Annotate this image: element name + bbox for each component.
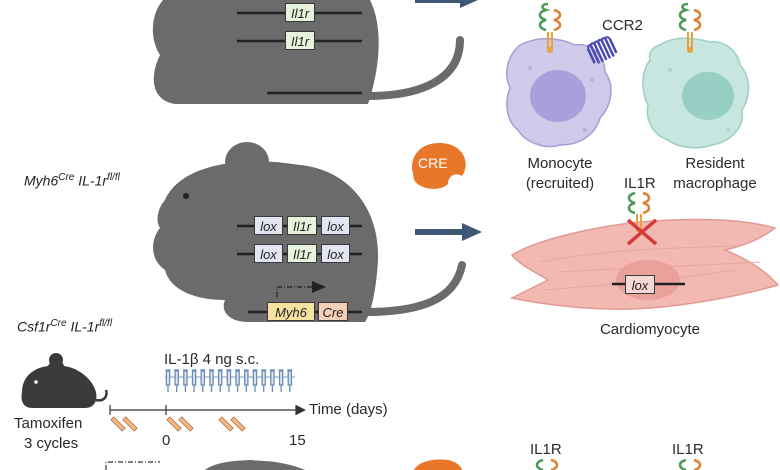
genotype-gene: Csf1r — [17, 318, 51, 335]
syringe-icon — [287, 370, 293, 386]
gene-lox: lox — [321, 244, 350, 263]
mouse-bottom — [105, 460, 305, 470]
time-axis-label: Time (days) — [309, 401, 388, 418]
monocyte-cell — [506, 37, 612, 148]
il1r-receptor-icon — [538, 2, 562, 53]
gene-cre: Cre — [318, 302, 348, 321]
tamoxifen-label: Tamoxifen — [14, 415, 83, 432]
cre-enzyme-bottom-icon — [414, 459, 462, 470]
mouse-top — [152, 0, 464, 104]
arrow-top — [415, 0, 478, 8]
gene-il1r: Il1r — [285, 31, 315, 50]
gene-lox: lox — [254, 244, 283, 263]
syringe-icon — [252, 370, 258, 386]
cardio-lox-box: lox — [625, 275, 655, 294]
injection-label: IL-1β 4 ng s.c. — [164, 351, 260, 368]
genotype-gene: IL-1r — [78, 172, 108, 189]
timeline-axis — [109, 405, 306, 415]
gene-lox: lox — [254, 216, 283, 235]
syringe-icon — [165, 370, 171, 386]
gene-il1r: Il1r — [287, 244, 317, 263]
genotype-sup: fl/fl — [107, 172, 120, 183]
genotype-gene: IL-1r — [70, 318, 100, 335]
knockout-cross-icon — [626, 218, 658, 246]
il1r-bottom-left-label: IL1R — [530, 441, 562, 458]
genotype-sup: Cre — [50, 318, 67, 329]
genotype-csf1r-label: Csf1rCre IL-1rfl/fl — [17, 318, 112, 335]
il1r-receptor-icon — [678, 458, 702, 470]
gene-il1r: Il1r — [285, 3, 315, 22]
tamoxifen-syringes-icon — [110, 416, 246, 432]
syringe-icon — [183, 370, 188, 386]
tick-15-label: 15 — [289, 432, 306, 449]
syringe-icon — [217, 370, 223, 386]
il1r-bottom-right-label: IL1R — [672, 441, 704, 458]
syringe-icon — [278, 370, 284, 386]
syringe-row-icon — [165, 369, 295, 392]
syringe-icon — [244, 370, 249, 386]
syringe-icon — [191, 370, 197, 386]
ccr2-receptor-icon — [586, 36, 618, 64]
syringe-icon — [174, 370, 179, 386]
syringe-icon — [209, 370, 214, 386]
genotype-gene: Myh6 — [24, 172, 59, 189]
small-mouse-icon — [21, 353, 108, 408]
macrophage-label: macrophage — [673, 175, 757, 192]
tick-0-label: 0 — [162, 432, 171, 449]
cre-enzyme-label: CRE — [418, 155, 448, 171]
gene-il1r: Il1r — [287, 216, 317, 235]
recruited-label: (recruited) — [525, 175, 595, 192]
macrophage-cell — [642, 37, 750, 149]
cardiomyocyte-label: Cardiomyocyte — [599, 321, 701, 338]
il1r-receptor-icon — [535, 458, 559, 470]
ccr2-label: CCR2 — [602, 17, 643, 34]
cre-enzyme-icon — [412, 143, 466, 189]
genotype-sup: fl/fl — [99, 318, 113, 329]
syringe-icon — [261, 370, 266, 386]
syringe-icon — [235, 370, 240, 386]
gene-lox: lox — [321, 216, 350, 235]
syringe-icon — [226, 370, 232, 386]
gene-myh6: Myh6 — [267, 302, 315, 321]
monocyte-label: Monocyte — [527, 155, 593, 172]
il1r-receptor-icon — [678, 2, 702, 53]
genotype-sup: Cre — [58, 172, 75, 183]
genotype-myh6-label: Myh6Cre IL-1rfl/fl — [24, 172, 120, 189]
resident-label: Resident — [685, 155, 745, 172]
il1r-receptor-label: IL1R — [624, 175, 656, 192]
arrow-middle — [415, 223, 482, 241]
syringe-icon — [200, 370, 206, 386]
syringe-icon — [270, 370, 275, 386]
cycles-label: 3 cycles — [24, 435, 79, 452]
